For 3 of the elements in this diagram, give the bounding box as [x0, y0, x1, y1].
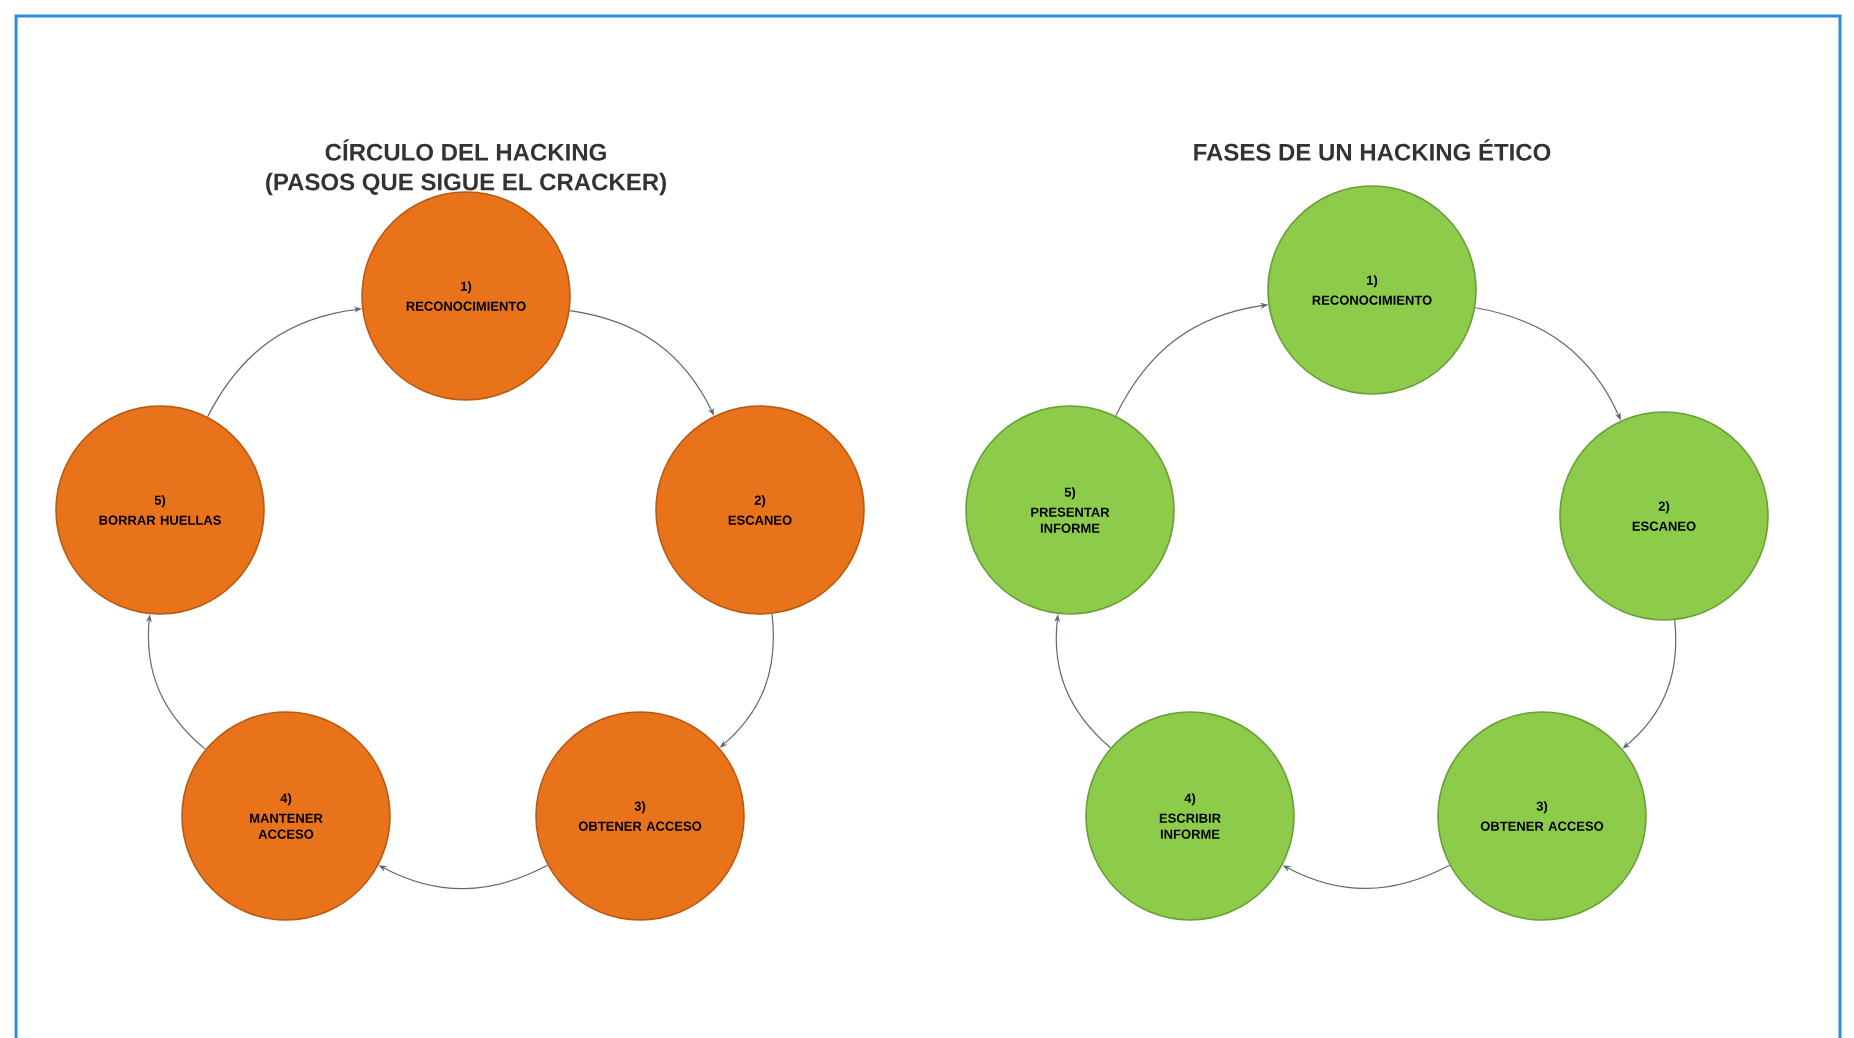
heading: (PASOS QUE SIGUE EL CRACKER) [266, 172, 666, 196]
heading: CÍRCULO DEL HACKING [325, 139, 606, 161]
heading: FASES DE UN HACKING ÉTICO [1194, 139, 1551, 161]
